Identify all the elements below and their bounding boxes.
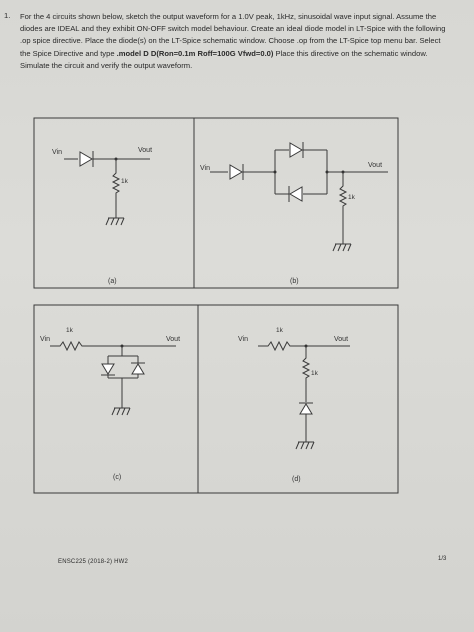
panel-c-frame: [33, 304, 199, 494]
panel-d-frame: [197, 304, 399, 494]
resistor-d-shunt: [301, 346, 311, 402]
caption-b: (b): [290, 278, 299, 285]
label-d-resistor-shunt: 1k: [311, 370, 319, 377]
label-b-vin: Vin: [200, 165, 210, 172]
caption-c: (c): [113, 474, 121, 481]
page-number: 1/3: [438, 556, 447, 562]
ground-b-symbol: [332, 243, 352, 252]
diode-c-right: [131, 362, 145, 375]
label-b-resistor: 1k: [348, 194, 356, 201]
label-a-vin: Vin: [52, 149, 62, 156]
circuit-b: Vin Vout 1k (b): [200, 142, 388, 285]
wire-c-merge: [108, 377, 138, 408]
caption-d: (d): [292, 476, 301, 483]
ground-c-symbol: [111, 407, 131, 416]
problem-statement: For the 4 circuits shown below, sketch t…: [20, 11, 448, 72]
diode-b-series: [229, 164, 244, 180]
circuit-d: Vin Vout 1k 1k (d): [238, 327, 350, 483]
label-d-vin: Vin: [238, 336, 248, 343]
resistor-c-series: [50, 340, 176, 352]
label-d-resistor-series: 1k: [276, 327, 284, 334]
diode-b-upper: [289, 142, 304, 158]
caption-a: (a): [108, 278, 117, 285]
label-c-vin: Vin: [40, 336, 50, 343]
ground-a-symbol: [105, 217, 125, 226]
problem-text-post: Place this directive on the schematic wi…: [20, 48, 428, 70]
ground-d-symbol: [295, 441, 315, 450]
diode-b-lower: [288, 186, 303, 202]
wire-c-split: [108, 346, 138, 357]
label-a-vout: Vout: [138, 147, 152, 154]
label-a-resistor: 1k: [121, 178, 129, 185]
model-directive: .model D D(Ron=0.1m Roff=100G Vfwd=0.0): [116, 48, 274, 58]
circuit-c: Vin Vout 1k (c): [40, 327, 180, 481]
label-d-vout: Vout: [334, 336, 348, 343]
label-c-vout: Vout: [166, 336, 180, 343]
diode-d: [299, 402, 313, 415]
course-footer: ENSC225 (2018-2) HW2: [58, 559, 129, 565]
diode-c-left: [101, 363, 115, 376]
problem-number: 1.: [4, 11, 11, 20]
label-b-vout: Vout: [368, 162, 382, 169]
resistor-a: [111, 159, 121, 218]
resistor-b: [338, 172, 348, 244]
panel-b-frame: [193, 117, 399, 289]
panel-a-frame: [33, 117, 195, 289]
diode-a: [79, 151, 94, 167]
label-c-resistor: 1k: [66, 327, 74, 334]
problem-text-pre: For the 4 circuits shown below, sketch t…: [20, 12, 446, 58]
circuit-a: Vin Vout 1k (a): [52, 147, 152, 285]
resistor-d-series: [258, 340, 350, 352]
